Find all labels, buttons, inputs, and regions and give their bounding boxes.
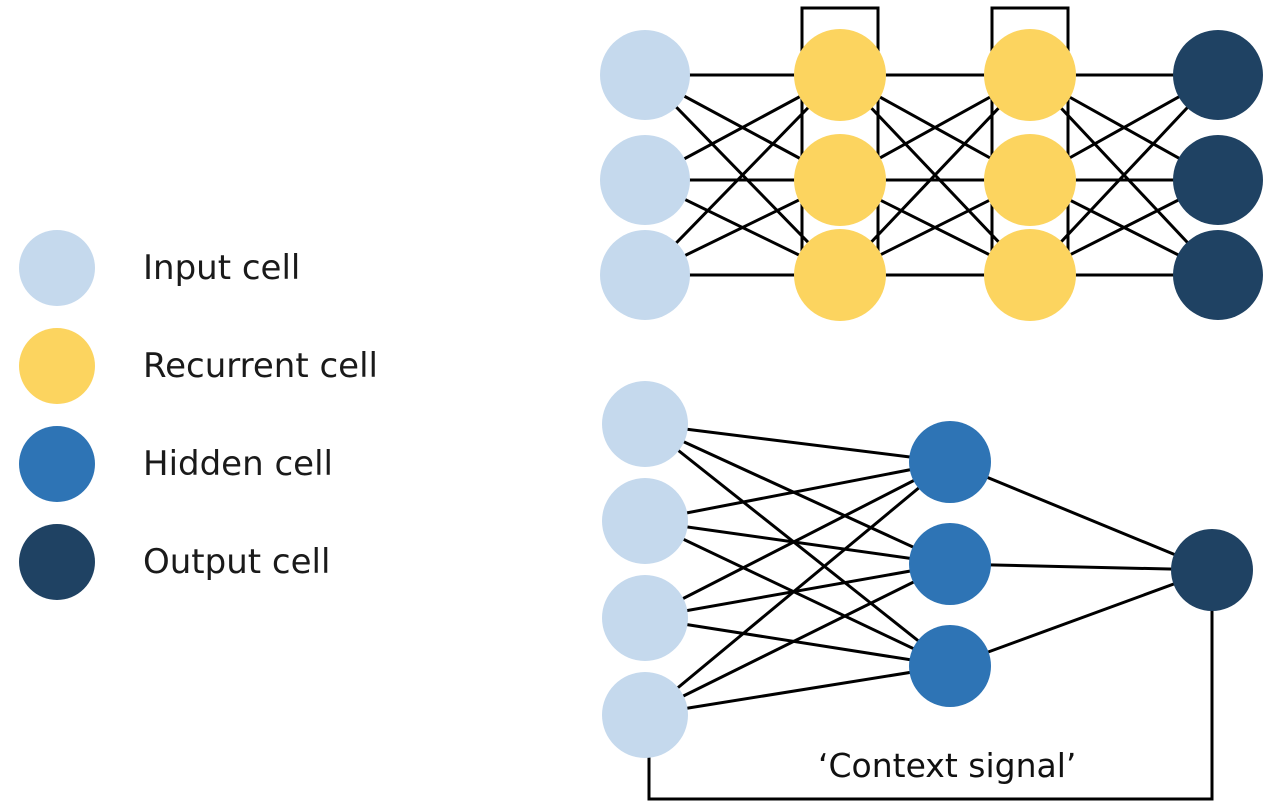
recurrent-cell-swatch — [19, 328, 95, 404]
output-cell-node — [1173, 230, 1263, 320]
connection-line — [949, 460, 1213, 572]
output-cell-node — [1171, 529, 1253, 611]
connection-line — [644, 562, 951, 717]
connection-line — [644, 460, 951, 620]
connection-line — [644, 664, 951, 717]
recurrent-cell-node — [794, 29, 886, 121]
legend-label-recurrent-cell: Recurrent cell — [143, 346, 378, 386]
recurrent-cell-node — [984, 29, 1076, 121]
legend-item-recurrent-cell: Recurrent cell — [19, 328, 378, 404]
legend-item-input-cell: Input cell — [19, 230, 378, 306]
legend-item-hidden-cell: Hidden cell — [19, 426, 378, 502]
hidden-cell-node — [909, 625, 991, 707]
input-cell-node — [602, 381, 688, 467]
output-cell-node — [1173, 30, 1263, 120]
context-signal-label: ‘Context signal’ — [818, 746, 1077, 785]
recurrent-cell-node — [794, 134, 886, 226]
input-cell-node — [602, 672, 688, 758]
input-cell-node — [602, 478, 688, 564]
connection-line — [644, 616, 951, 668]
legend-label-hidden-cell: Hidden cell — [143, 444, 333, 484]
input-cell-node — [602, 575, 688, 661]
output-cell-swatch — [19, 524, 95, 600]
connection-line — [644, 422, 951, 566]
legend: Input cell Recurrent cell Hidden cell Ou… — [19, 230, 378, 622]
input-cell-node — [600, 30, 690, 120]
connection-line — [644, 519, 951, 668]
input-cell-swatch — [19, 230, 95, 306]
recurrent-cell-node — [794, 229, 886, 321]
input-cell-node — [600, 230, 690, 320]
legend-label-output-cell: Output cell — [143, 542, 331, 582]
connection-line — [949, 568, 1213, 668]
legend-label-input-cell: Input cell — [143, 248, 301, 288]
input-cell-node — [600, 135, 690, 225]
connection-line — [949, 562, 1213, 572]
connection-line — [643, 73, 842, 277]
recurrent-cell-node — [984, 134, 1076, 226]
connection-line — [644, 460, 951, 523]
recurrent-cell-node — [984, 229, 1076, 321]
connection-line — [644, 422, 951, 464]
hidden-cell-node — [909, 421, 991, 503]
connection-line — [644, 460, 951, 717]
hidden-cell-swatch — [19, 426, 95, 502]
output-cell-node — [1173, 135, 1263, 225]
connection-line — [644, 519, 951, 566]
connection-line — [644, 562, 951, 620]
legend-item-output-cell: Output cell — [19, 524, 378, 600]
hidden-cell-node — [909, 523, 991, 605]
connection-line — [644, 422, 951, 668]
